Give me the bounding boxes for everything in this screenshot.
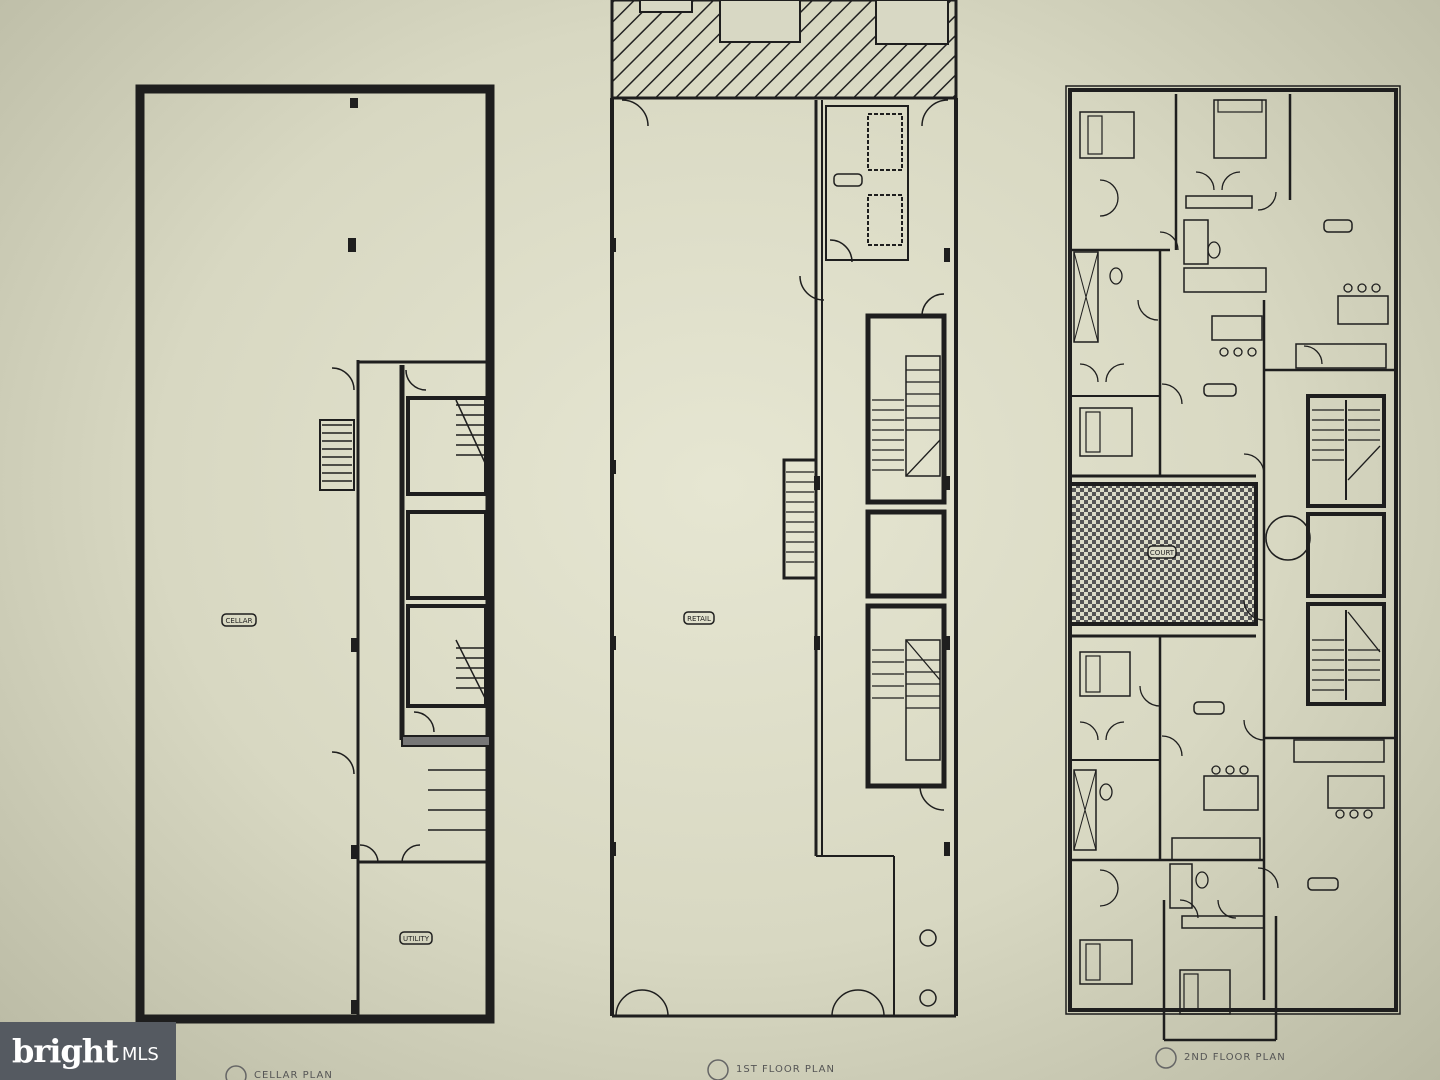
unit-tags [833, 173, 1353, 891]
cellar-plan [135, 84, 495, 1024]
first-elevator [865, 509, 947, 599]
court-tag: COURT [1147, 545, 1177, 559]
watermark-brand: bright [12, 1032, 119, 1070]
utility-room-tag: UTILITY [399, 931, 433, 945]
retail-room-tag: RETAIL [683, 611, 715, 625]
first-stair-2 [865, 603, 947, 789]
second-floor-caption: 2ND FLOOR PLAN [1184, 1052, 1286, 1063]
cellar-plan-caption: CELLAR PLAN [254, 1070, 333, 1080]
first-floor-caption: 1ST FLOOR PLAN [736, 1064, 835, 1075]
watermark-suffix: MLS [121, 1043, 159, 1065]
first-stair-1 [865, 313, 947, 505]
bright-mls-watermark: bright MLS [0, 1022, 176, 1080]
svg-text:CELLAR: CELLAR [226, 617, 253, 625]
svg-text:UTILITY: UTILITY [403, 935, 430, 943]
plan-captions: CELLAR PLAN 1ST FLOOR PLAN 2ND FLOOR PLA… [225, 1047, 1286, 1080]
cellar-room-tag: CELLAR [221, 613, 257, 627]
cellar-stair-2 [406, 604, 488, 708]
second-floor-plan [1065, 85, 1401, 1042]
cellar-outer-wall [135, 84, 495, 1024]
first-floor-plan [610, 0, 958, 1018]
svg-text:COURT: COURT [1150, 549, 1175, 557]
cellar-stair-1 [406, 396, 488, 496]
svg-text:RETAIL: RETAIL [687, 615, 711, 623]
cellar-elevator [406, 510, 488, 600]
